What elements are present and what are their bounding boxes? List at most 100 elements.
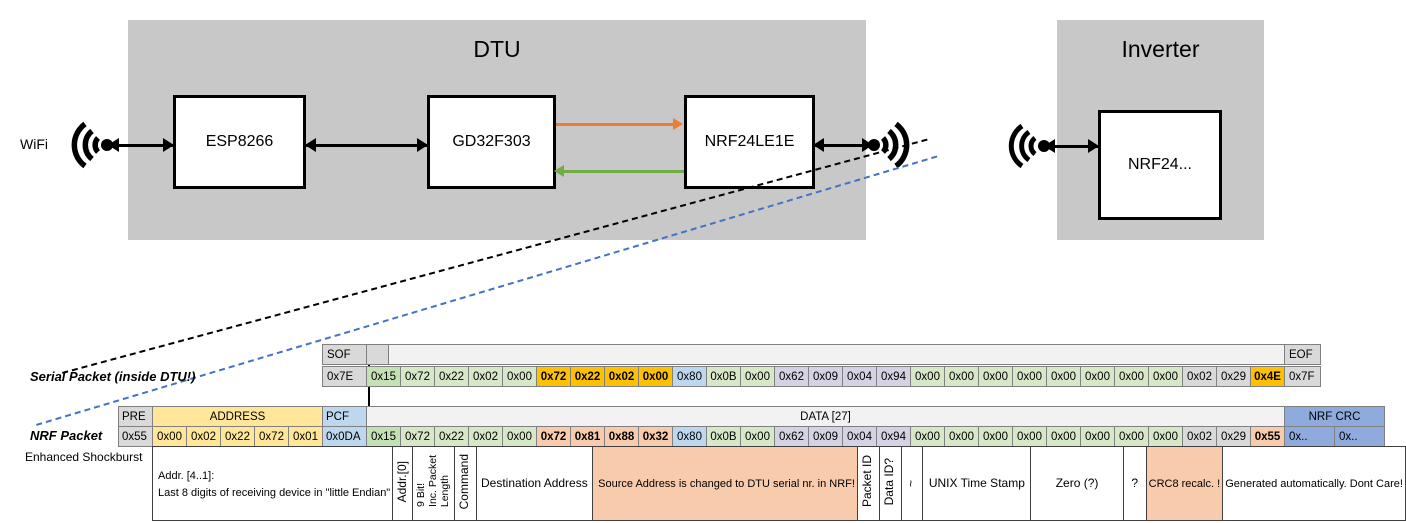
nrf-pre-header: PRE [118,406,153,427]
serial-byte-cell: 0x02 [468,366,503,387]
serial-byte-cell: 0x00 [1080,366,1115,387]
nrf-byte-cell: 0x00 [944,426,979,447]
annotation-crc-note: Generated automatically. Dont Care! [1222,446,1406,521]
link-esp-gd32 [306,144,427,147]
chip-nrf24le1e-label: NRF24LE1E [704,133,795,150]
nrf-byte-cell: 0x72 [536,426,571,447]
annotation-unix-time: UNIX Time Stamp [922,446,1032,521]
serial-byte-cell: 0x72 [536,366,571,387]
link-air-inverter-arrow-right [1088,139,1099,153]
serial-packet-table: SOF EOF [322,344,1321,365]
link-air-inverter-arrow-left [1044,139,1055,153]
nrf-pre-value: 0x55 [118,426,153,447]
serial-byte-cell: 0x00 [1148,366,1183,387]
nrf-byte-cell: 0x29 [1216,426,1251,447]
serial-header-spacer [366,344,389,365]
annotation-tilde: ~ [900,446,924,521]
serial-byte-cell: 0x29 [1216,366,1251,387]
serial-byte-cell: 0x0B [706,366,741,387]
annotation-question: ? [1122,446,1147,521]
nrf-byte-cell: 0x22 [434,426,469,447]
chip-nrf24le1e: NRF24LE1E [684,95,815,189]
nrf-byte-cell: 0x00 [740,426,775,447]
link-nrf-gd32-green [563,170,684,173]
nrf-crc-header: NRF CRC [1284,406,1385,427]
nrf-byte-cell: 0x81 [570,426,605,447]
serial-byte-cell: 0x22 [570,366,605,387]
nrf-byte-cell: 0x04 [842,426,877,447]
nrf-byte-cell: 0x02 [1182,426,1217,447]
nrf-address-header: ADDRESS [152,406,323,427]
annotation-source-note: Source Address is changed to DTU serial … [592,446,858,521]
nrf-address-byte: 0x00 [152,426,187,447]
dtu-rf-antenna-icon [868,121,910,169]
link-air-inverter [1046,145,1098,148]
link-wifi-esp-arrow-right [163,138,174,152]
serial-byte-cell: 0x00 [1114,366,1149,387]
annotation-pcf-note: 9 Bit!Inc. PacketLength [411,446,455,521]
serial-byte-cell: 0x4E [1250,366,1285,387]
nrf-byte-cell: 0x00 [910,426,945,447]
wifi-label: WiFi [20,136,48,152]
link-nrf-air [815,144,872,147]
nrf-packet-bytes-table: 0x55 0x00 0x02 0x22 0x72 0x01 0x0DA 0x15… [118,426,1385,447]
nrf-pcf-value: 0x0DA [322,426,367,447]
annotation-address-note: Addr. [4..1]:Last 8 digits of receiving … [151,446,394,521]
chip-gd32f303: GD32F303 [427,95,556,189]
wifi-antenna-icon [71,121,113,169]
nrf-pcf-header: PCF [322,406,367,427]
inverter-title: Inverter [1121,36,1200,62]
serial-eof-value: 0x7F [1284,366,1321,387]
serial-byte-cell: 0x15 [366,366,401,387]
serial-sof-header: SOF [322,344,367,365]
serial-byte-cell: 0x80 [672,366,707,387]
serial-byte-cell: 0x02 [1182,366,1217,387]
annotation-packet-id: Packet ID [856,446,880,521]
nrf-byte-cell: 0x00 [1012,426,1047,447]
nrf-packet-sublabel: Enhanced Shockburst [25,450,143,464]
nrf-byte-cell: 0x00 [1046,426,1081,447]
serial-byte-cell: 0x00 [1012,366,1047,387]
nrf-address-byte: 0x22 [220,426,255,447]
nrf-address-byte: 0x02 [186,426,221,447]
chip-esp8266: ESP8266 [173,95,306,189]
nrf-data-header: DATA [27] [366,406,1285,427]
annotation-command: Command [453,446,477,521]
dtu-title: DTU [473,36,521,62]
nrf-crc-byte: 0x.. [1334,426,1385,447]
annotation-row: Addr. [4..1]:Last 8 digits of receiving … [151,446,1406,521]
annotation-crc8: CRC8 recalc. ! [1145,446,1224,521]
serial-eof-header: EOF [1284,344,1321,365]
nrf-byte-cell: 0x72 [400,426,435,447]
serial-byte-cell: 0x00 [1046,366,1081,387]
serial-byte-cell: 0x62 [774,366,809,387]
link-nrf-air-arrow-left [813,138,824,152]
inverter-rf-antenna-icon [1008,123,1050,169]
nrf-address-byte: 0x72 [254,426,289,447]
nrf-byte-cell: 0x02 [468,426,503,447]
nrf-address-byte: 0x01 [288,426,323,447]
serial-byte-cell: 0x02 [604,366,639,387]
link-gd32-nrf-orange-arrow [673,118,683,130]
annotation-destination-address: Destination Address [475,446,594,521]
nrf-byte-cell: 0x15 [366,426,401,447]
nrf-packet-header-table: PRE ADDRESS PCF DATA [27] NRF CRC [118,406,1385,427]
nrf-header-row: PRE ADDRESS PCF DATA [27] NRF CRC [118,406,1385,427]
serial-byte-cell: 0x22 [434,366,469,387]
link-wifi-esp [110,144,173,147]
serial-byte-cell: 0x09 [808,366,843,387]
serial-sof-value: 0x7E [322,366,367,387]
chip-nrf24-label: NRF24... [1127,156,1192,173]
serial-byte-cell: 0x00 [502,366,537,387]
annotation-data-id: Data ID? [878,446,902,521]
annotation-addr0: Addr.[0] [392,446,413,521]
nrf-packet-label: NRF Packet [30,428,103,443]
nrf-byte-cell: 0x00 [1114,426,1149,447]
nrf-byte-cell: 0x62 [774,426,809,447]
nrf-bytes-row: 0x55 0x00 0x02 0x22 0x72 0x01 0x0DA 0x15… [118,426,1385,447]
link-nrf-gd32-green-arrow [554,165,564,177]
serial-byte-cell: 0x00 [638,366,673,387]
